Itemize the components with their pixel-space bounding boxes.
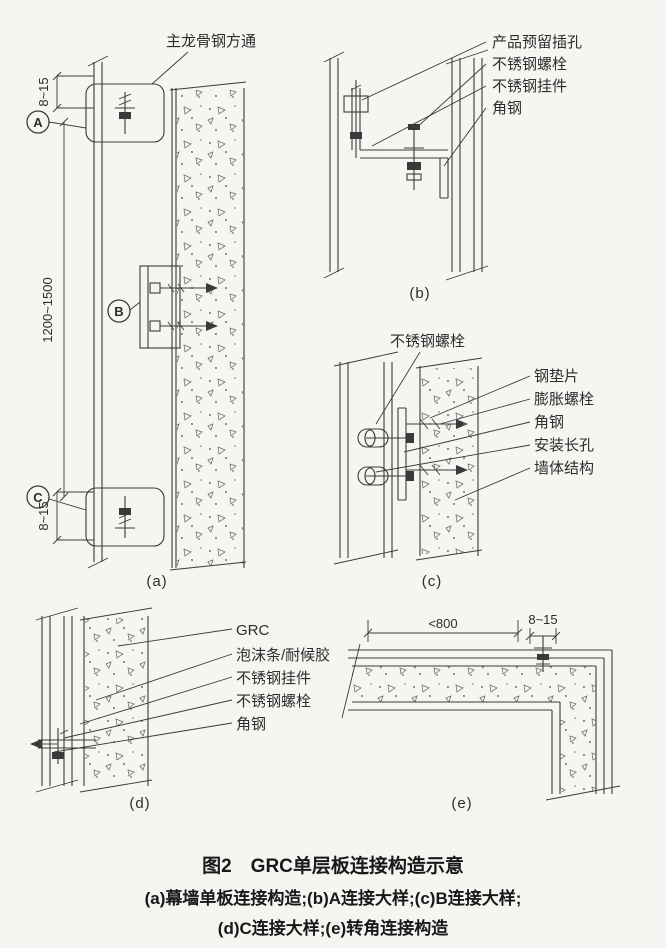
- panel-b-tag: (b): [409, 285, 430, 302]
- panel-e-dim-gap-text: 8~15: [528, 612, 557, 627]
- panel-b-socket: [343, 80, 369, 158]
- panel-c-stainless-bolts: [357, 428, 414, 486]
- panel-a-grc-panel-lines: [87, 55, 109, 569]
- panel-d-joint-assembly: [30, 728, 96, 764]
- panel-b-hanger-plate: [351, 88, 361, 150]
- panel-d-grc-panel: [79, 607, 153, 793]
- panel-a-detail-a: [85, 83, 165, 143]
- panel-c-drawing: [333, 351, 531, 565]
- panel-b-label-bolt: 不锈钢螺栓: [492, 56, 567, 73]
- panel-d-label-angle: 角钢: [236, 716, 266, 733]
- panel-a-node-c-letter: C: [33, 490, 43, 505]
- panel-b-label-leaders: [361, 41, 487, 167]
- panel-c-tag: (c): [422, 573, 443, 590]
- panel-e-drawing: [341, 620, 621, 801]
- panel-a-keel-label: 主龙骨钢方通: [166, 33, 256, 50]
- panel-a-node-b-letter: B: [114, 304, 123, 319]
- figure-caption-line2: (d)C连接大样;(e)转角连接构造: [217, 919, 449, 938]
- panel-a-dim-gap-bottom: [52, 487, 94, 545]
- panel-d-drawing: [30, 607, 233, 793]
- panel-c-concrete-wall: [415, 357, 483, 561]
- panel-a-tag: (a): [146, 573, 167, 590]
- panel-c-label-slot: 安装长孔: [534, 437, 594, 454]
- panel-b-label-hanger: 不锈钢挂件: [492, 78, 567, 95]
- panel-a-node-a-letter: A: [33, 115, 43, 130]
- panel-e-tag: (e): [451, 795, 472, 812]
- panel-c-label-expansion-bolt: 膨胀螺栓: [534, 391, 594, 408]
- panel-a-dim-gap-top-text: 8~15: [36, 77, 51, 106]
- panel-c-label-leaders: [375, 351, 531, 501]
- panel-e-dim-width: [363, 620, 523, 642]
- panel-d-label-bolt: 不锈钢螺栓: [236, 693, 311, 710]
- panel-d-label-foam: 泡沫条/耐候胶: [236, 647, 330, 664]
- panel-b-steel-tube: [445, 49, 489, 281]
- panel-b-label-socket: 产品预留插孔: [492, 34, 582, 51]
- panel-a-detail-c: [85, 487, 165, 547]
- panel-d-label-leaders: [53, 628, 233, 753]
- panel-a-node-markers: [26, 110, 141, 511]
- panel-a-drawing: [26, 51, 247, 571]
- panel-d-tag: (d): [129, 795, 150, 812]
- panel-e-corner-band: [341, 643, 621, 801]
- panel-e-dim-width-text: <800: [428, 616, 457, 631]
- panel-d-layer-lines: [35, 607, 79, 793]
- panel-c-label-wall: 墙体结构: [534, 460, 594, 477]
- figure-caption-title: 图2 GRC单层板连接构造示意: [202, 856, 464, 877]
- panel-c-label-washer: 钢垫片: [534, 368, 579, 385]
- panel-a-dim-span-text: 1200~1500: [40, 277, 55, 342]
- panel-b-label-angle: 角钢: [492, 100, 522, 117]
- panel-c-angle-plate: [397, 407, 407, 501]
- panel-a-dim-gap-top: [52, 71, 94, 113]
- figure-caption-line1: (a)幕墙单板连接构造;(b)A连接大样;(c)B连接大样;: [144, 889, 522, 908]
- panel-b-bolt: [404, 124, 424, 190]
- panel-d-label-hanger: 不锈钢挂件: [236, 670, 311, 687]
- panel-c-bolt-label: 不锈钢螺栓: [390, 333, 465, 350]
- panel-a-keel-leader: [151, 51, 189, 85]
- panel-b-grc-panel-lines: [323, 51, 345, 279]
- panel-c-label-angle: 角钢: [534, 414, 564, 431]
- panel-c-steel-tube: [333, 351, 399, 565]
- panel-a-detail-b: [139, 265, 218, 349]
- panel-b-drawing: [323, 41, 489, 281]
- panel-a-dim-gap-bottom-text: 8~15: [36, 501, 51, 530]
- panel-d-label-grc: GRC: [236, 622, 270, 639]
- panel-a-dim-span: [59, 117, 69, 502]
- panel-b-angle-steel: [360, 149, 449, 199]
